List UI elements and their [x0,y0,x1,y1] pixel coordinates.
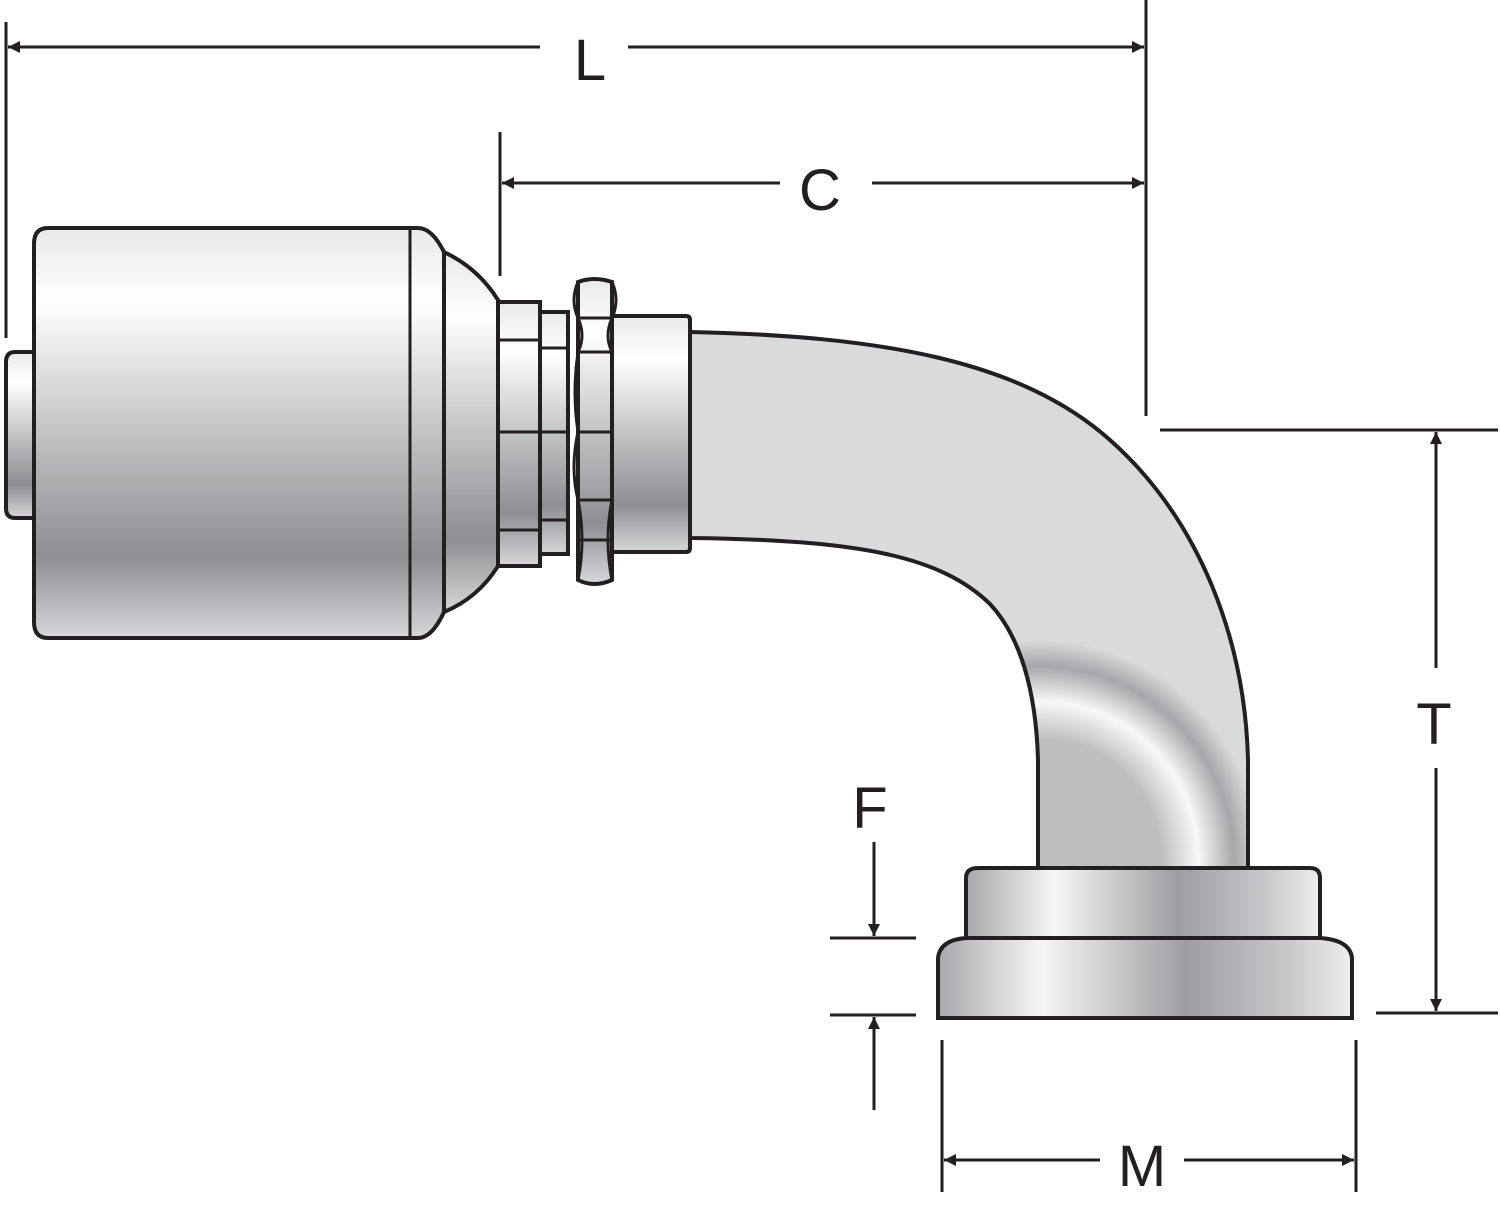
collar-ring-outer [496,300,542,568]
flange-base [936,936,1354,1020]
dim-label-T: T [1416,692,1451,757]
fitting-body [4,226,1354,1020]
ferrule-socket [32,226,446,640]
dimension-lines: L C T F M [4,0,1498,1199]
hose-stub [4,350,42,520]
tube-sleeve [610,314,692,554]
dim-label-M: M [1118,1134,1166,1199]
dim-label-F: F [852,776,887,841]
flange-ring-upper [964,866,1322,940]
ferrule-taper [442,248,500,615]
bent-tube [688,329,1250,870]
dim-label-C: C [799,158,841,223]
dim-label-L: L [574,28,606,93]
